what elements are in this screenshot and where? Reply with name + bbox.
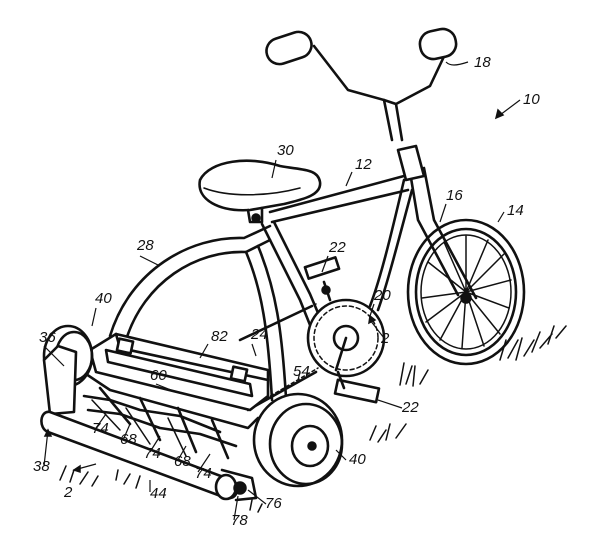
callout-c74a: 74 [92, 420, 109, 437]
callout-c74b: 74 [144, 445, 161, 462]
callout-c14: 14 [507, 202, 524, 219]
callout-c68a: 68 [120, 431, 137, 448]
callout-c2a: 2 [380, 330, 390, 347]
callout-c68b: 68 [174, 453, 191, 470]
callout-c82: 82 [211, 328, 228, 345]
callout-c18: 18 [474, 54, 491, 71]
callout-c24: 24 [250, 326, 268, 343]
left-side-wheel [42, 324, 94, 416]
callout-c44: 44 [150, 485, 167, 502]
pedal-upper [303, 256, 341, 302]
callout-c76: 76 [265, 495, 282, 512]
callout-c28: 28 [136, 237, 154, 254]
callout-c60: 60 [150, 367, 167, 384]
callout-c78: 78 [231, 512, 248, 529]
callout-c22b: 22 [401, 399, 419, 416]
callout-c12: 12 [355, 156, 372, 173]
front-wheel [406, 218, 526, 366]
callout-c20: 20 [373, 287, 391, 304]
callout-c16: 16 [446, 187, 463, 204]
callout-c74c: 74 [195, 465, 212, 482]
seat [198, 159, 322, 224]
rear-right-wheel [252, 392, 344, 488]
callout-c54: 54 [293, 363, 310, 380]
callout-c40b: 40 [349, 451, 366, 468]
reel-blades [82, 386, 238, 460]
leader-lines [43, 61, 521, 521]
grass-strokes [59, 325, 567, 513]
callout-c40a: 40 [95, 290, 112, 307]
bicycle-frame [108, 174, 414, 402]
callout-c30: 30 [277, 142, 294, 159]
drive-sprocket [238, 298, 386, 412]
callout-c36: 36 [39, 329, 56, 346]
callout-c2b: 2 [63, 484, 73, 501]
callout-c10: 10 [523, 91, 540, 108]
handlebar [265, 27, 458, 142]
pedal-lower [333, 370, 381, 404]
front-fork [396, 144, 478, 300]
callout-c22a: 22 [328, 239, 346, 256]
ground-roller [40, 410, 258, 502]
callout-c38: 38 [33, 458, 50, 475]
